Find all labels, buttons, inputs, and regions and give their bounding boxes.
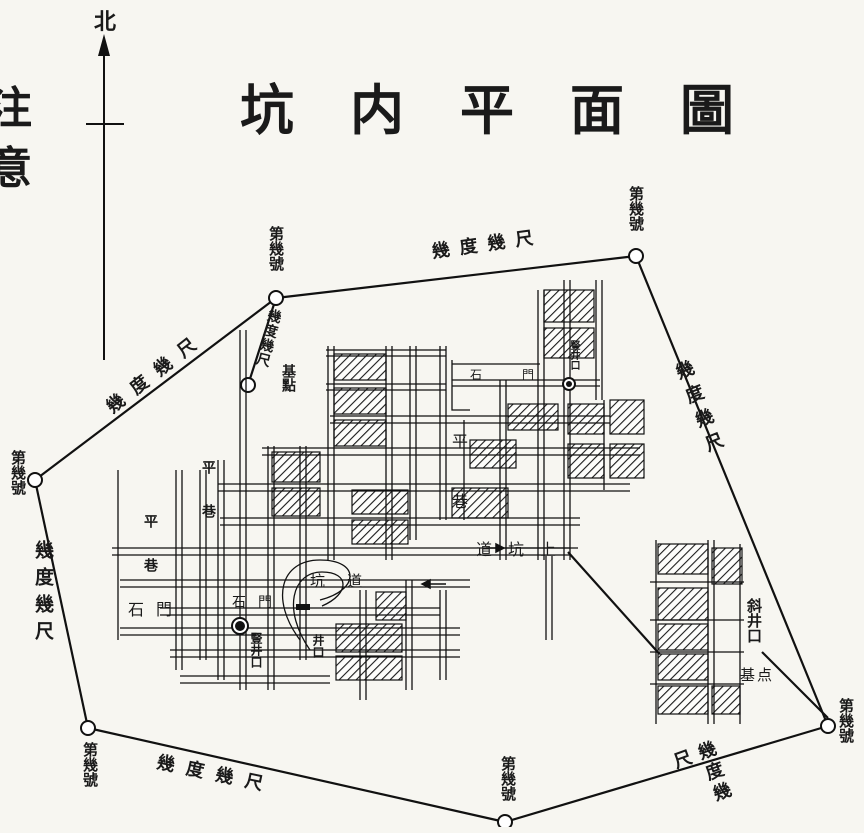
station-label-bottom-left: 第幾號 [81, 742, 99, 787]
station-label-right: 第幾號 [837, 698, 855, 743]
station-label-bottom-mid: 第幾號 [499, 756, 517, 801]
station-label-left: 第幾號 [9, 450, 27, 495]
label-shaft-small: 井口 [311, 634, 325, 658]
edge-char-bottom: 意 [0, 143, 32, 194]
label-road-lower: 坑道 [310, 572, 385, 590]
edge-char-top: 注 [0, 83, 32, 134]
station-markers [27, 248, 836, 827]
label-base-point-right: 基点 [740, 666, 775, 684]
label-shaft-upper: 豎井口 [568, 340, 579, 370]
road-arrows [420, 542, 506, 590]
label-road-stone: 石門 [232, 595, 284, 611]
label-inclined-shaft: 斜井口 [745, 598, 763, 643]
label-road-tunnel: 道坑上 [476, 540, 573, 559]
traverse-outline [33, 254, 830, 824]
station-label-top-left: 第幾號 [267, 226, 285, 271]
north-arrow [86, 34, 124, 360]
station-circle-top-right [628, 248, 644, 264]
station-label-top-right: 第幾號 [627, 186, 645, 231]
station-circle-bottom-left [80, 720, 96, 736]
station-circle-top-left [268, 290, 284, 306]
bearing-label-left: 幾度幾尺 [32, 540, 54, 648]
label-road-lane-1: 平 [452, 432, 469, 451]
label-shaft-lower: 豎井口 [249, 632, 263, 668]
shaft-markers [231, 377, 576, 635]
label-road-lane-2: 巷 [452, 492, 469, 511]
station-circle-right [820, 718, 836, 734]
label-lane-left2: 平巷 [142, 514, 158, 602]
station-circle-bottom-mid [497, 814, 513, 827]
base-point-label: 基點 [280, 364, 296, 392]
north-label: 北 [94, 9, 117, 35]
label-stone-gate-left: 石門 [128, 600, 185, 619]
base-point-circle [240, 377, 256, 393]
station-circle-left [27, 472, 43, 488]
diagram-title: 坑内平面圖 [240, 78, 790, 142]
label-lane-left: 平巷 [200, 460, 216, 548]
label-road-top: 石門 [470, 368, 575, 382]
